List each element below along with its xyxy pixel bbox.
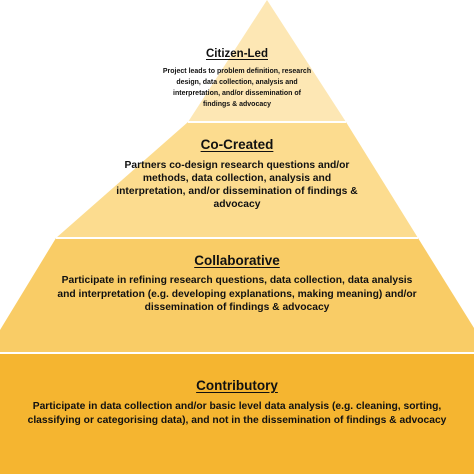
tier-co-created-shape xyxy=(56,122,418,238)
tier-title: Co-Created xyxy=(200,137,274,152)
tier-description: Project leads to problem definition, res… xyxy=(162,68,312,108)
tier-contributory: Contributory Participate in data collect… xyxy=(0,377,474,427)
tier-citizen-led: Citizen-Led Project leads to problem def… xyxy=(0,47,474,110)
tier-contributory-shape xyxy=(0,353,474,474)
tier-description: Participate in refining research questio… xyxy=(57,275,417,313)
tier-title: Collaborative xyxy=(194,253,280,268)
tier-title: Citizen-Led xyxy=(206,48,268,60)
tier-collaborative: Collaborative Participate in refining re… xyxy=(0,252,474,315)
tier-description: Partners co-design research questions an… xyxy=(116,160,358,210)
tier-citizen-led-shape xyxy=(188,0,346,122)
tier-description: Participate in data collection and/or ba… xyxy=(27,401,447,426)
tier-co-created: Co-Created Partners co-design research q… xyxy=(0,136,474,211)
tier-title: Contributory xyxy=(196,378,278,393)
tier-collaborative-shape xyxy=(0,238,474,353)
